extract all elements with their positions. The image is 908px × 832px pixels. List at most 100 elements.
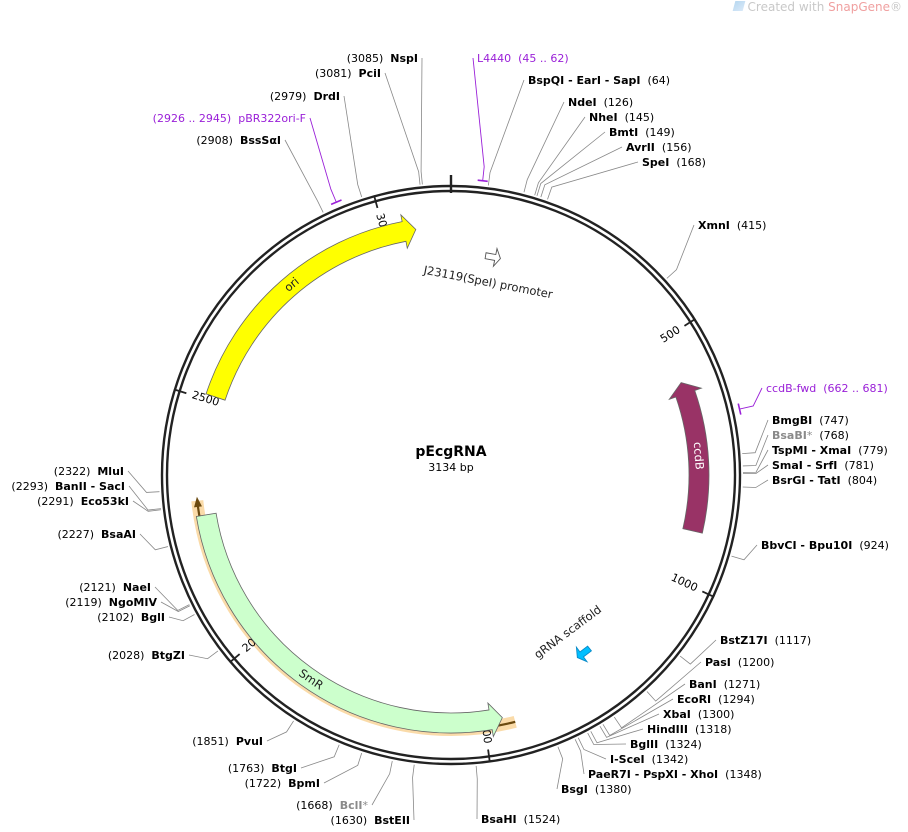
site-name: NheI — [589, 111, 618, 124]
site-position: (1294) — [718, 693, 755, 706]
site-position: (2979) — [270, 90, 307, 103]
site-label-bsahi: BsaHI (1524) — [481, 813, 560, 826]
site-line-btgi — [300, 744, 340, 769]
site-position: (1324) — [665, 738, 702, 751]
site-line-bgli — [168, 614, 195, 622]
site-name: AvrII — [626, 141, 655, 154]
primer-bar-ccdb-fwd — [737, 403, 742, 415]
site-position: (2028) — [108, 649, 145, 662]
site-position: (747) — [819, 414, 849, 427]
highlight-arrowhead — [194, 496, 202, 508]
site-position: (1271) — [724, 678, 761, 691]
site-label-bpmi: (1722) BpmI — [245, 777, 320, 790]
primer-name: L4440 — [477, 52, 511, 65]
site-line-hindiii — [590, 728, 644, 744]
feature-label-j23119-spei-promoter: J23119(SpeI) promoter — [422, 263, 555, 302]
site-name: PasI — [705, 656, 731, 669]
site-line-tspmi-xmai — [742, 449, 769, 473]
site-label-bsteii: (1630) BstEII — [331, 814, 410, 827]
site-name: BclI — [340, 799, 363, 812]
plasmid-name: pEcgRNA — [415, 444, 486, 460]
primer-bar-pbr322ori-f — [330, 199, 342, 206]
site-position: (2293) — [11, 480, 48, 493]
site-name: BstZ17I — [720, 634, 768, 647]
site-line-xmni — [666, 224, 695, 279]
site-position: (1630) — [331, 814, 368, 827]
primer-name: pBR322ori-F — [238, 112, 306, 125]
site-line-bglii — [587, 732, 627, 745]
site-label-bsaai: (2227) BsaAI — [57, 528, 136, 541]
site-label-mlui: (2322) MluI — [54, 465, 124, 478]
site-position: (2227) — [57, 528, 94, 541]
site-name: EcoRI — [677, 693, 711, 706]
site-line-drdi — [343, 95, 363, 198]
site-line-smai-srfi — [742, 464, 769, 474]
site-position: (145) — [625, 111, 655, 124]
site-line-bsahi — [475, 765, 478, 820]
tick-label-500: 500 — [658, 323, 683, 345]
site-line-pcii — [384, 72, 421, 185]
site-position: (2102) — [97, 611, 134, 624]
snapgene-credit: Created with SnapGene® — [732, 0, 902, 14]
site-name: BsaBI — [772, 429, 807, 442]
site-position: (1200) — [738, 656, 775, 669]
tick-label-1000: 1000 — [669, 571, 700, 595]
site-label-bsgi: BsgI (1380) — [561, 783, 631, 796]
site-line-bsaai — [139, 533, 169, 551]
site-label-xbai: XbaI (1300) — [663, 708, 734, 721]
site-name: BmtI — [609, 126, 638, 139]
site-line-i-scei — [577, 737, 607, 760]
site-line-bstz17i — [679, 639, 717, 665]
site-position: (415) — [737, 219, 767, 232]
site-line-bpmi — [323, 752, 363, 784]
site-label-eco53ki: (2291) Eco53kI — [37, 495, 129, 508]
site-label-bcli: (1668) BclI* — [296, 799, 368, 812]
site-position: (1668) — [296, 799, 333, 812]
site-line-avrii — [540, 146, 623, 198]
site-label-bmgbi: BmgBI (747) — [772, 414, 849, 427]
primer-label-pbr322ori-f: (2926 .. 2945) pBR322ori-F — [153, 112, 306, 125]
site-name: TspMI - XmaI — [772, 444, 851, 457]
site-position: (2322) — [54, 465, 91, 478]
site-line-eco53ki — [132, 500, 162, 512]
site-label-drdi: (2979) DrdI — [270, 90, 340, 103]
site-label-btgi: (1763) BtgI — [228, 762, 297, 775]
site-line-bspqi-eari-sapi — [487, 79, 525, 186]
site-label-btgzi: (2028) BtgZI — [108, 649, 185, 662]
site-label-pcii: (3081) PciI — [315, 67, 381, 80]
feature-j23119-spei-promoter — [484, 246, 501, 268]
feature-label-grna-scaffold: gRNA scaffold — [531, 602, 604, 661]
site-position: (768) — [819, 429, 849, 442]
tick-2000 — [229, 653, 241, 664]
site-label-bglii: BglII (1324) — [630, 738, 702, 751]
site-line-bbvci-bpu10i — [731, 544, 758, 561]
site-name: BanI — [689, 678, 717, 691]
site-position: (1300) — [698, 708, 735, 721]
site-name: BsgI — [561, 783, 588, 796]
site-line-xbai — [599, 713, 660, 738]
site-name: MluI — [97, 465, 124, 478]
credit-brand: SnapGene — [828, 0, 890, 14]
site-line-pvui — [266, 720, 294, 742]
credit-reg: ® — [890, 0, 902, 14]
site-name: XmnI — [698, 219, 730, 232]
site-label-banii-saci: (2293) BanII - SacI — [11, 480, 125, 493]
site-position: (781) — [844, 459, 874, 472]
site-star: * — [363, 799, 369, 812]
site-line-nspi — [420, 57, 423, 185]
site-line-pasi — [646, 661, 702, 702]
site-star: * — [807, 429, 813, 442]
site-label-bsss-i: (2908) BssSαI — [196, 134, 281, 147]
site-name: NgoMIV — [109, 596, 158, 609]
tick-3000 — [373, 195, 379, 209]
site-line-bsteii — [412, 764, 415, 821]
site-position: (1342) — [652, 753, 689, 766]
site-label-bbvci-bpu10i: BbvCI - Bpu10I (924) — [761, 539, 889, 552]
site-line-spei — [547, 161, 639, 200]
site-name: BanII - SacI — [55, 480, 125, 493]
site-line-ndei — [523, 101, 565, 193]
site-line-paer7i-pspxi-xhoi — [574, 739, 585, 775]
site-name: SpeI — [642, 156, 669, 169]
site-position: (64) — [647, 74, 670, 87]
primer-bar-l4440 — [477, 179, 488, 183]
